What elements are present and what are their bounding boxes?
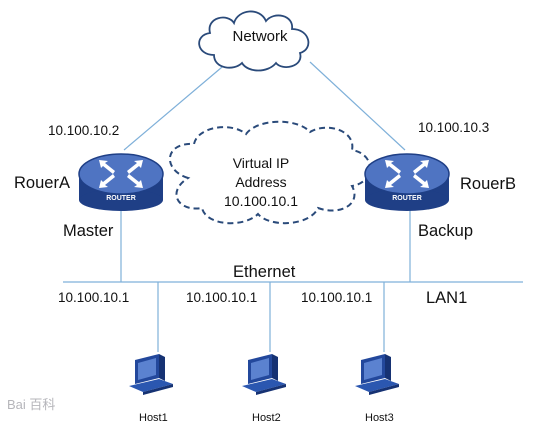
host2-computer-icon xyxy=(242,354,286,395)
router-b-ip: 10.100.10.3 xyxy=(418,120,490,135)
host1-gateway-ip: 10.100.10.1 xyxy=(58,290,130,305)
router-a-badge: ROUTER xyxy=(106,195,136,202)
router-a-role: Master xyxy=(63,222,114,240)
router-b-badge: ROUTER xyxy=(392,195,422,202)
network-to-router-b-link xyxy=(309,61,406,151)
virtual-ip-address: 10.100.10.1 xyxy=(224,193,298,209)
baidu-watermark: Bai 百科 xyxy=(7,394,55,413)
router-a-name: RouerA xyxy=(14,174,70,192)
router-b-name: RouerB xyxy=(460,175,516,193)
host1-computer-icon xyxy=(129,354,173,395)
network-label: Network xyxy=(232,28,288,45)
router-a-ip: 10.100.10.2 xyxy=(48,123,120,138)
host3-label: Host3 xyxy=(365,412,394,424)
virtual-ip-line2: Address xyxy=(235,174,287,190)
network-cloud-icon xyxy=(198,10,310,72)
virtual-ip-label: Virtual IP Address 10.100.10.1 xyxy=(196,154,326,211)
router-a-icon: ROUTER xyxy=(78,153,164,211)
router-b-role: Backup xyxy=(418,222,474,240)
host3-computer-icon xyxy=(355,354,399,395)
host2-label: Host2 xyxy=(252,412,281,424)
router-b-icon: ROUTER xyxy=(364,153,450,211)
host3-gateway-ip: 10.100.10.1 xyxy=(301,290,373,305)
host1-label: Host1 xyxy=(139,412,168,424)
watermark-text: Bai 百科 xyxy=(7,397,56,412)
virtual-ip-line1: Virtual IP xyxy=(232,155,290,171)
host2-gateway-ip: 10.100.10.1 xyxy=(186,290,258,305)
lan-label: LAN1 xyxy=(426,289,468,307)
ethernet-label: Ethernet xyxy=(233,263,296,281)
network-to-router-a-link xyxy=(123,61,229,151)
